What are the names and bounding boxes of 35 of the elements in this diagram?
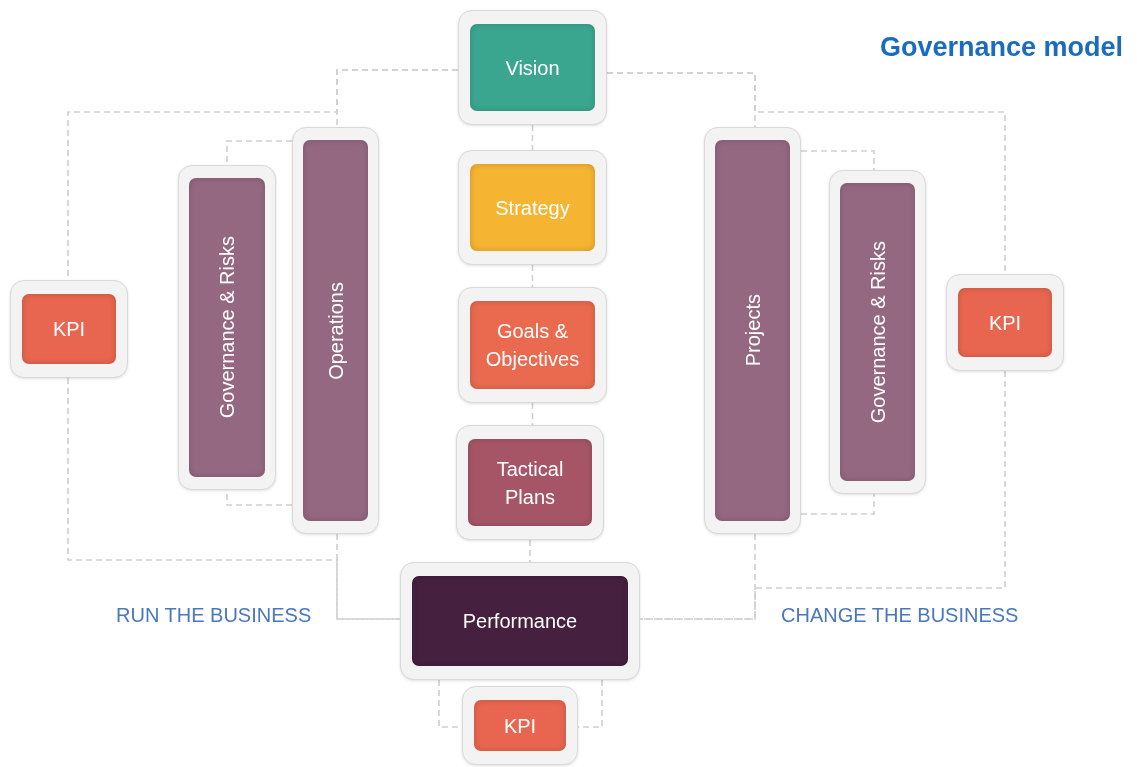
connector-line: [67, 377, 401, 620]
connector-line: [529, 539, 531, 563]
box-frame: [292, 127, 379, 534]
box-label: KPI: [52, 317, 86, 342]
connector-line: [639, 370, 1006, 620]
connector-line: [531, 402, 534, 426]
box-frame: [458, 287, 607, 403]
box-label: Governance & Risks: [865, 240, 890, 424]
connector-line: [531, 264, 534, 288]
box-frame: [178, 165, 276, 490]
box-frame: [462, 686, 578, 765]
box-label: Performance: [462, 609, 578, 634]
box-label: Strategy: [495, 195, 570, 221]
box-frame: [704, 127, 801, 534]
box-frame: [10, 280, 128, 378]
box-frame: [458, 150, 607, 265]
box-frame: [458, 10, 607, 125]
connector-line: [800, 150, 875, 171]
box-label: KPI: [503, 713, 537, 739]
section-label: RUN THE BUSINESS: [116, 604, 312, 627]
box-label: Goals & Objectives: [484, 319, 581, 372]
box-label: Projects: [740, 294, 765, 367]
box-label: Governance & Risks: [215, 236, 239, 419]
diagram-title: Governance model: [879, 32, 1123, 63]
box-label: Tactical Plans: [495, 456, 565, 510]
box-frame: [829, 170, 926, 494]
box-label: Vision: [505, 55, 560, 81]
box-frame: [456, 425, 604, 540]
section-label: CHANGE THE BUSINESS: [781, 604, 1019, 627]
box-frame: [946, 274, 1064, 371]
box-label: Operations: [323, 281, 348, 380]
connector-line: [800, 493, 875, 515]
connector-line: [531, 124, 534, 151]
box-label: KPI: [988, 310, 1022, 336]
box-frame: [400, 562, 640, 680]
